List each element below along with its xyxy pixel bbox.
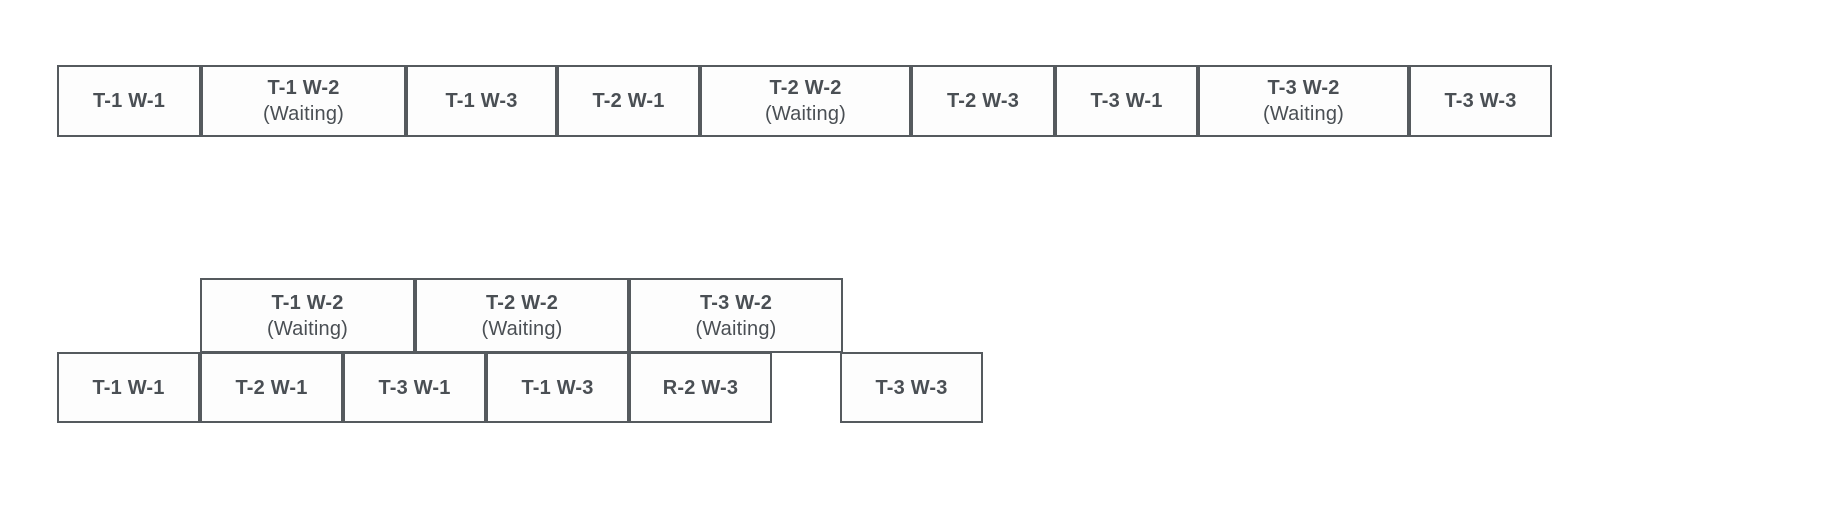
- task-block-t-1-w-3[interactable]: T-1 W-3: [486, 352, 629, 423]
- task-block-t-1-w-3[interactable]: T-1 W-3: [406, 65, 557, 137]
- task-block-status: (Waiting): [481, 317, 563, 340]
- task-block-t-2-w-3[interactable]: T-2 W-3: [911, 65, 1055, 137]
- task-block-t-3-w-2[interactable]: T-3 W-2 (Waiting): [1198, 65, 1409, 137]
- task-block-r-2-w-3[interactable]: R-2 W-3: [629, 352, 772, 423]
- task-block-label: T-2 W-1: [235, 376, 308, 399]
- task-block-t-2-w-2[interactable]: T-2 W-2 (Waiting): [415, 278, 629, 353]
- task-block-t-3-w-2[interactable]: T-3 W-2 (Waiting): [629, 278, 843, 353]
- task-block-label: T-1 W-1: [92, 90, 166, 112]
- task-block-label: T-1 W-2: [271, 291, 344, 314]
- task-block-empty: [772, 352, 840, 423]
- task-block-status: (Waiting): [266, 317, 349, 340]
- task-block-label: T-2 W-1: [592, 90, 665, 112]
- task-block-status: (Waiting): [1262, 103, 1345, 125]
- task-block-t-3-w-3[interactable]: T-3 W-3: [840, 352, 983, 423]
- task-block-t-1-w-1[interactable]: T-1 W-1: [57, 352, 200, 423]
- task-block-t-2-w-1[interactable]: T-2 W-1: [200, 352, 343, 423]
- task-block-label: R-2 W-3: [662, 376, 739, 399]
- task-block-label: T-3 W-1: [378, 376, 451, 399]
- task-block-t-3-w-1[interactable]: T-3 W-1: [343, 352, 486, 423]
- task-block-label: T-3 W-2: [699, 291, 773, 314]
- task-block-label: T-1 W-3: [521, 376, 594, 399]
- task-block-label: T-3 W-2: [1267, 77, 1340, 99]
- task-block-t-1-w-2[interactable]: T-1 W-2 (Waiting): [201, 65, 406, 137]
- task-block-label: T-1 W-1: [92, 376, 165, 399]
- task-block-label: T-2 W-2: [485, 291, 559, 314]
- task-block-t-1-w-1[interactable]: T-1 W-1: [57, 65, 201, 137]
- task-block-t-2-w-2[interactable]: T-2 W-2 (Waiting): [700, 65, 911, 137]
- task-block-status: (Waiting): [764, 103, 847, 125]
- task-block-label: T-2 W-2: [769, 77, 842, 99]
- task-block-status: (Waiting): [262, 103, 345, 125]
- task-block-label: T-1 W-2: [267, 77, 340, 99]
- task-block-t-1-w-2[interactable]: T-1 W-2 (Waiting): [200, 278, 415, 353]
- task-block-label: T-3 W-1: [1090, 90, 1163, 112]
- task-block-label: T-3 W-3: [875, 376, 948, 399]
- task-block-label: T-2 W-3: [946, 90, 1020, 112]
- task-block-label: T-3 W-3: [1444, 90, 1517, 112]
- task-block-label: T-1 W-3: [445, 90, 518, 112]
- task-block-t-3-w-3[interactable]: T-3 W-3: [1409, 65, 1552, 137]
- task-block-status: (Waiting): [695, 317, 777, 340]
- task-block-t-3-w-1[interactable]: T-3 W-1: [1055, 65, 1198, 137]
- task-block-t-2-w-1[interactable]: T-2 W-1: [557, 65, 700, 137]
